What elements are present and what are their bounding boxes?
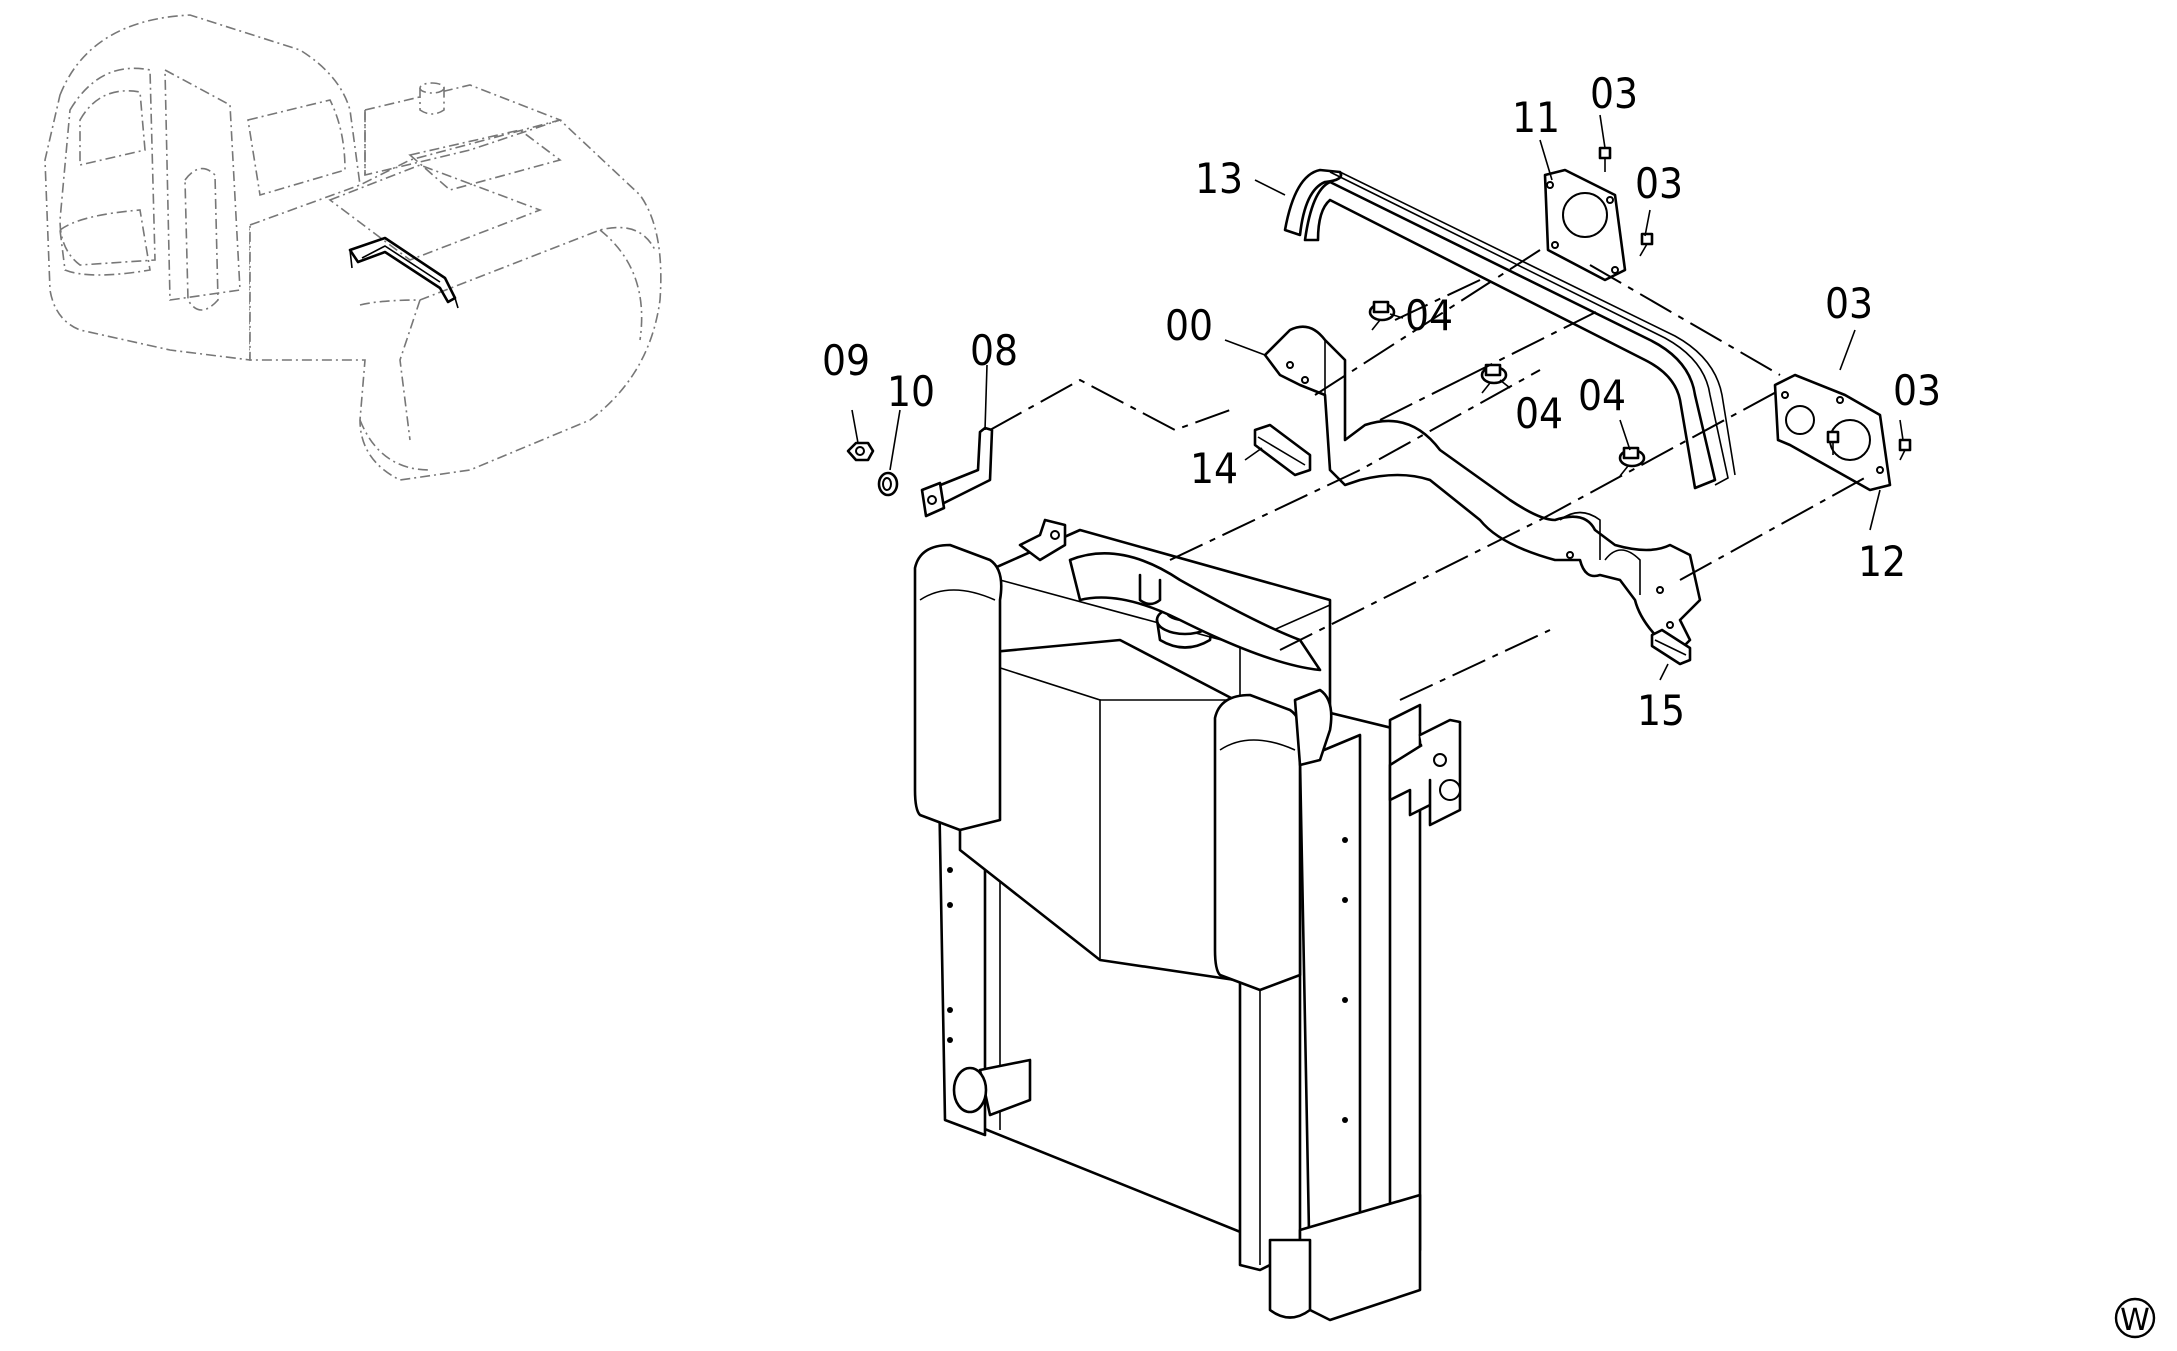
bolt-03-icon bbox=[1598, 146, 1612, 172]
corner-mark-letter: W bbox=[2120, 1303, 2150, 1338]
flange-bolt-04-icon bbox=[1368, 300, 1396, 331]
leader-lines bbox=[851, 114, 1904, 681]
callout-04: 04 bbox=[1578, 371, 1626, 420]
pad-15-icon bbox=[1650, 628, 1692, 666]
bolt-03-icon bbox=[1898, 438, 1912, 461]
bracket-08 bbox=[920, 426, 994, 518]
pad-14-icon bbox=[1253, 423, 1312, 477]
seal-strip-13 bbox=[1283, 168, 1736, 490]
washer-10-icon bbox=[877, 471, 899, 497]
corner-mark: W bbox=[2114, 1297, 2156, 1339]
callout-03: 03 bbox=[1825, 279, 1873, 328]
part-callouts: 00 03 03 03 03 04 04 04 08 09 10 11 12 1… bbox=[822, 69, 1941, 735]
plate-11 bbox=[1543, 168, 1627, 282]
assembly-lines bbox=[989, 249, 1871, 701]
callout-09: 09 bbox=[822, 336, 870, 385]
flange-bolt-04-icon bbox=[1480, 363, 1508, 394]
flange-bolt-04-icon bbox=[1618, 446, 1646, 477]
callout-00: 00 bbox=[1165, 301, 1213, 350]
bolt-03-icon bbox=[1639, 232, 1654, 257]
callout-15: 15 bbox=[1637, 686, 1685, 735]
callout-08: 08 bbox=[970, 326, 1018, 375]
callout-04: 04 bbox=[1515, 389, 1563, 438]
callout-03: 03 bbox=[1635, 159, 1683, 208]
radiator-assembly bbox=[913, 518, 1462, 1322]
callout-03: 03 bbox=[1893, 366, 1941, 415]
shroud-bracket-00 bbox=[1263, 325, 1702, 652]
nut-09-icon bbox=[846, 441, 875, 462]
bolt-03-icon bbox=[1826, 430, 1840, 455]
callout-11: 11 bbox=[1512, 93, 1560, 142]
excavator-locator-view bbox=[44, 14, 662, 481]
callout-10: 10 bbox=[887, 367, 935, 416]
callout-03: 03 bbox=[1590, 69, 1638, 118]
callout-13: 13 bbox=[1195, 154, 1243, 203]
callout-12: 12 bbox=[1858, 537, 1906, 586]
callout-14: 14 bbox=[1190, 444, 1238, 493]
callout-04: 04 bbox=[1405, 291, 1453, 340]
